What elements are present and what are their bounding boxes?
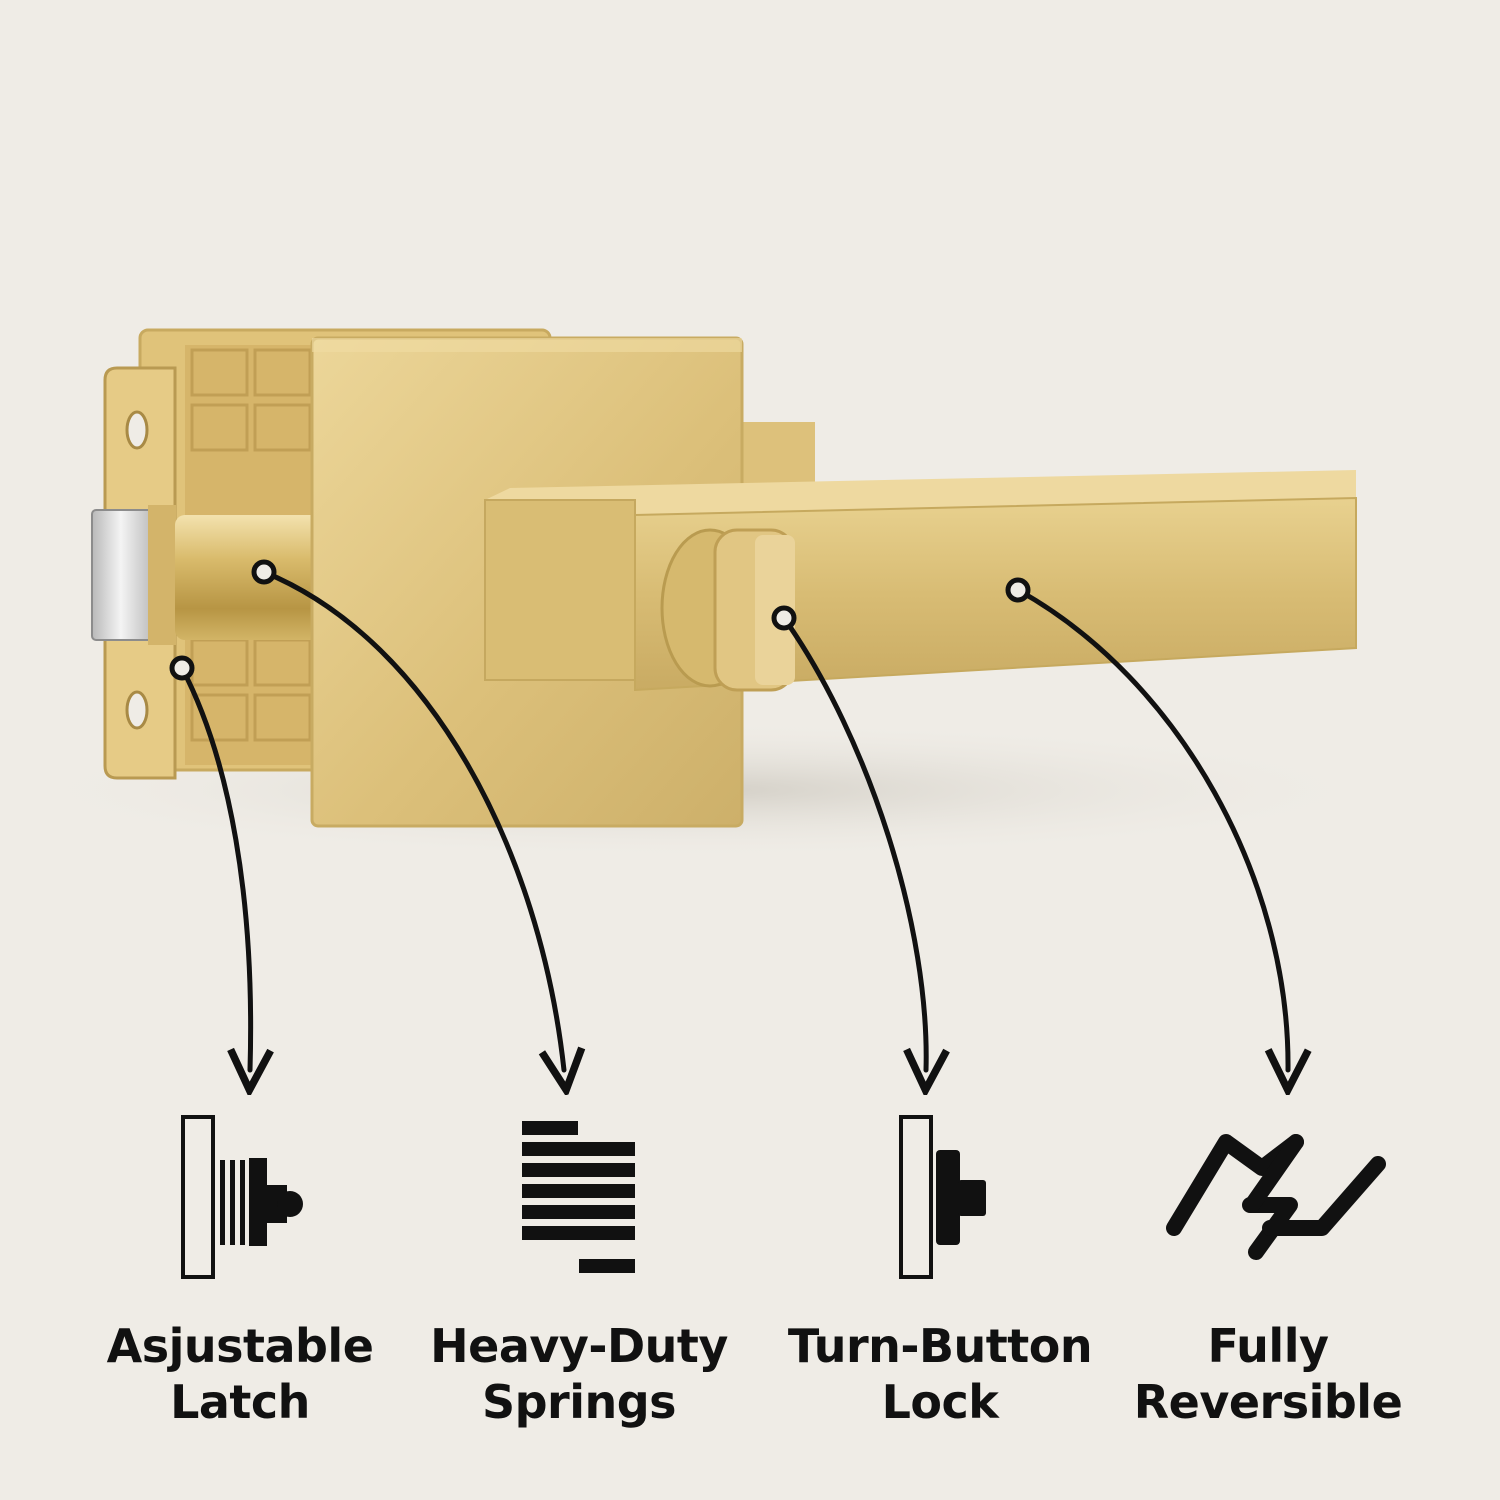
callout-line-springs: [261, 569, 564, 1070]
feature-label-line1: Asjustable: [106, 1319, 374, 1373]
turn-button-lock-icon: [899, 1115, 986, 1279]
feature-label-line2: Reversible: [1133, 1375, 1403, 1429]
heavy-duty-springs-icon: [522, 1121, 635, 1273]
adjustable-latch-icon: [181, 1115, 303, 1279]
callout-dot-springs: [251, 559, 277, 585]
callout-dot-lock: [771, 605, 797, 631]
callout-dot-reversible: [1005, 577, 1031, 603]
callout-line-lock: [781, 615, 926, 1070]
feature-label-adjustable-latch: Asjustable Latch: [50, 1318, 430, 1430]
callout-dot-latch: [169, 655, 195, 681]
feature-label-line1: Heavy-Duty: [430, 1319, 728, 1373]
feature-label-line2: Springs: [481, 1375, 677, 1429]
feature-label-heavy-duty-springs: Heavy-Duty Springs: [389, 1318, 769, 1430]
callout-line-latch: [179, 665, 251, 1070]
brass-square-door-lever-image: [91, 328, 1357, 828]
feature-label-line1: Fully: [1207, 1319, 1329, 1373]
feature-label-fully-reversible: Fully Reversible: [1078, 1318, 1458, 1430]
fully-reversible-icon: [1166, 1134, 1386, 1260]
feature-label-turn-button-lock: Turn-Button Lock: [750, 1318, 1130, 1430]
feature-label-line2: Lock: [881, 1375, 999, 1429]
feature-label-line2: Latch: [170, 1375, 310, 1429]
feature-label-line1: Turn-Button: [787, 1319, 1093, 1373]
callout-line-reversible: [1015, 587, 1288, 1070]
